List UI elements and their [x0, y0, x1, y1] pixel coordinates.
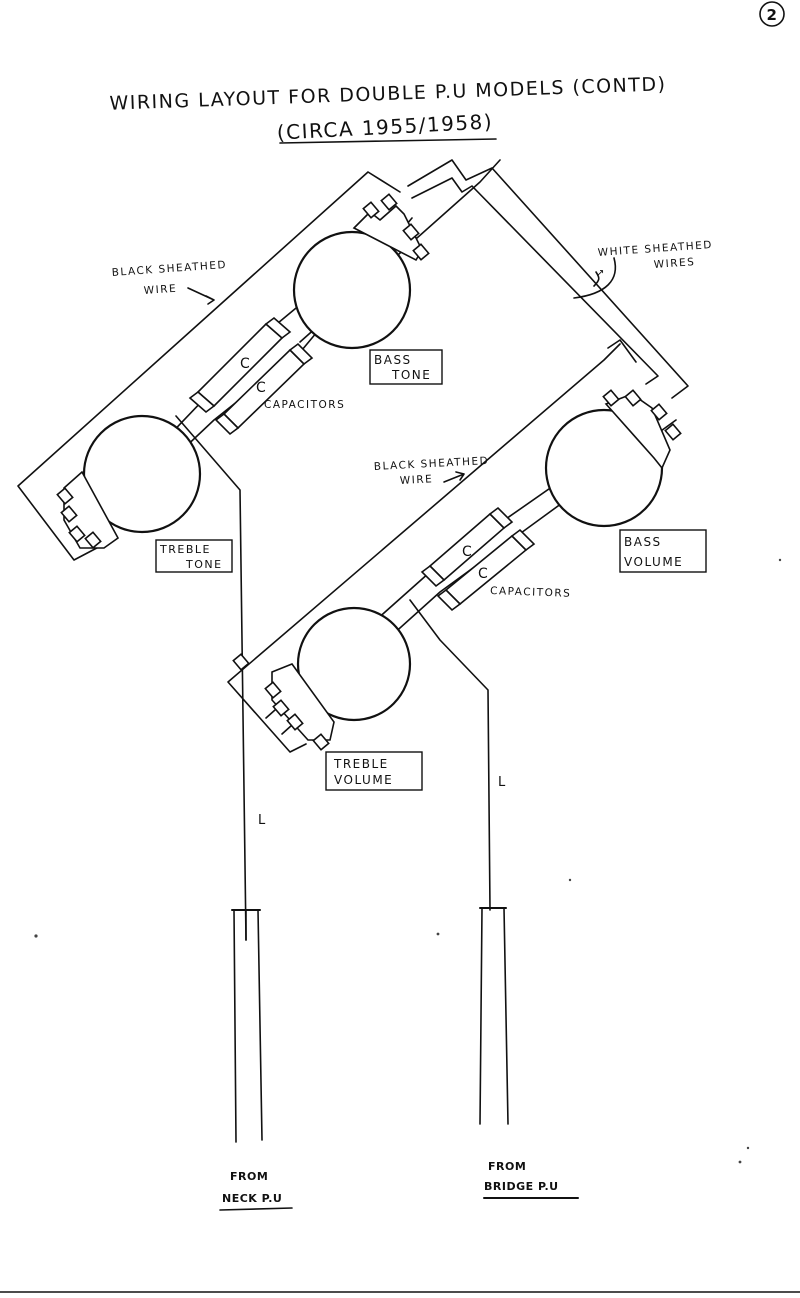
- volume-assembly: C C: [227, 343, 682, 911]
- treble-volume-label: TREBLE VOLUME: [325, 751, 423, 791]
- svg-text:BRIDGE P.U: BRIDGE P.U: [484, 1180, 559, 1193]
- svg-text:BLACK SHEATHED: BLACK SHEATHED: [374, 455, 490, 473]
- bass-tone-label: BASS TONE: [369, 349, 443, 385]
- svg-text:NECK P.U: NECK P.U: [222, 1192, 282, 1205]
- bridge-lead-mark: L: [498, 775, 507, 790]
- black-sheathed-wire-lower: [227, 343, 621, 753]
- svg-text:VOLUME: VOLUME: [624, 555, 683, 569]
- black-sheathed-label-top: BLACK SHEATHED WIRE: [111, 259, 227, 305]
- capacitor-mark: C: [478, 566, 489, 582]
- white-sheathed-wire-a: [407, 159, 689, 399]
- page-number-circle: [759, 1, 785, 27]
- capacitor-lower-1: C: [420, 506, 514, 588]
- treble-volume-pot: [232, 606, 412, 751]
- subtitle-underline: [279, 138, 497, 144]
- scan-specks: [34, 558, 782, 1164]
- svg-text:WIRE: WIRE: [400, 473, 434, 487]
- capacitor-upper-2: C: [214, 342, 314, 436]
- capacitors-label-top: CAPACITORS: [264, 399, 345, 411]
- bridge-pickup-lead: L: [479, 775, 509, 1125]
- neck-lead-mark: L: [258, 813, 267, 828]
- page-number: 2: [767, 6, 778, 24]
- svg-text:BASS: BASS: [374, 353, 412, 367]
- capacitor-lower-2: C: [436, 528, 536, 612]
- capacitor-mark: C: [462, 544, 473, 560]
- svg-text:BASS: BASS: [624, 535, 662, 549]
- capacitor-mark: C: [256, 380, 267, 396]
- treble-tone-pot: [56, 414, 202, 549]
- bridge-pickup-label: FROM BRIDGE P.U: [483, 1160, 579, 1199]
- capacitors-label-mid: CAPACITORS: [490, 585, 572, 600]
- svg-text:TONE: TONE: [185, 558, 223, 571]
- svg-text:↗: ↗: [596, 268, 606, 279]
- svg-text:CAPACITORS: CAPACITORS: [264, 399, 345, 411]
- svg-text:TREBLE: TREBLE: [159, 543, 211, 556]
- black-sheathed-label-mid: BLACK SHEATHED WIRE: [374, 455, 490, 487]
- svg-text:WIRE: WIRE: [143, 283, 177, 297]
- white-sheathed-wire-b: [411, 177, 659, 385]
- neck-pickup-label: FROM NECK P.U: [219, 1170, 293, 1211]
- svg-text:CAPACITORS: CAPACITORS: [490, 585, 572, 600]
- neck-pickup-lead: L: [231, 813, 267, 1143]
- wire-treble-volume-ground: [409, 599, 491, 911]
- svg-text:BLACK SHEATHED: BLACK SHEATHED: [111, 259, 227, 279]
- svg-text:FROM: FROM: [230, 1170, 268, 1183]
- treble-tone-label: TREBLE TONE: [155, 539, 233, 573]
- tone-assembly: C C: [17, 159, 689, 941]
- svg-text:WIRES: WIRES: [653, 256, 695, 271]
- svg-text:WHITE SHEATHED: WHITE SHEATHED: [597, 239, 713, 259]
- capacitor-mark: C: [240, 356, 251, 372]
- diagram-title: WIRING LAYOUT FOR DOUBLE P.U MODELS (CON…: [109, 73, 667, 114]
- capacitor-upper-1: C: [188, 316, 292, 414]
- svg-text:VOLUME: VOLUME: [334, 773, 393, 787]
- bass-volume-label: BASS VOLUME: [619, 529, 707, 573]
- bass-tone-pot: [292, 193, 430, 350]
- bass-volume-pot: [544, 389, 682, 528]
- white-sheathed-label: WHITE SHEATHED WIRES ↗: [573, 239, 713, 299]
- wire-treble-tone-ground: [175, 415, 247, 941]
- svg-text:FROM: FROM: [488, 1160, 526, 1173]
- svg-text:TREBLE: TREBLE: [333, 757, 389, 771]
- svg-text:TONE: TONE: [391, 368, 431, 382]
